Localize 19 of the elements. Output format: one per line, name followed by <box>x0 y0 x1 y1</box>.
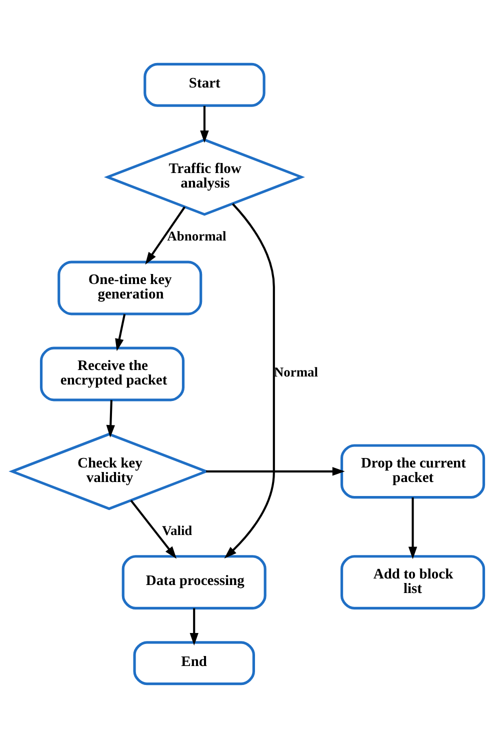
node-box: End <box>133 640 255 685</box>
arrow <box>200 105 209 142</box>
node-box: Start <box>144 62 266 106</box>
edge-label: Valid <box>162 522 192 538</box>
node-box: One-time key generation <box>58 260 202 315</box>
arrow <box>224 202 275 558</box>
node-box: Add to block list <box>340 554 486 609</box>
arrow <box>190 608 198 645</box>
node-box: Drop the current packet <box>340 444 486 498</box>
arrow <box>130 499 177 558</box>
node-box: Data processing <box>122 554 266 609</box>
edge-label: Abnormal <box>167 228 226 244</box>
arrow <box>145 206 186 264</box>
arrow <box>408 496 418 559</box>
node-diamond: Traffic flow analysis <box>104 138 305 216</box>
node-box: Receive the encrypted packet <box>40 346 185 401</box>
arrow <box>115 314 126 351</box>
arrow <box>206 466 345 476</box>
arrow <box>106 400 115 438</box>
